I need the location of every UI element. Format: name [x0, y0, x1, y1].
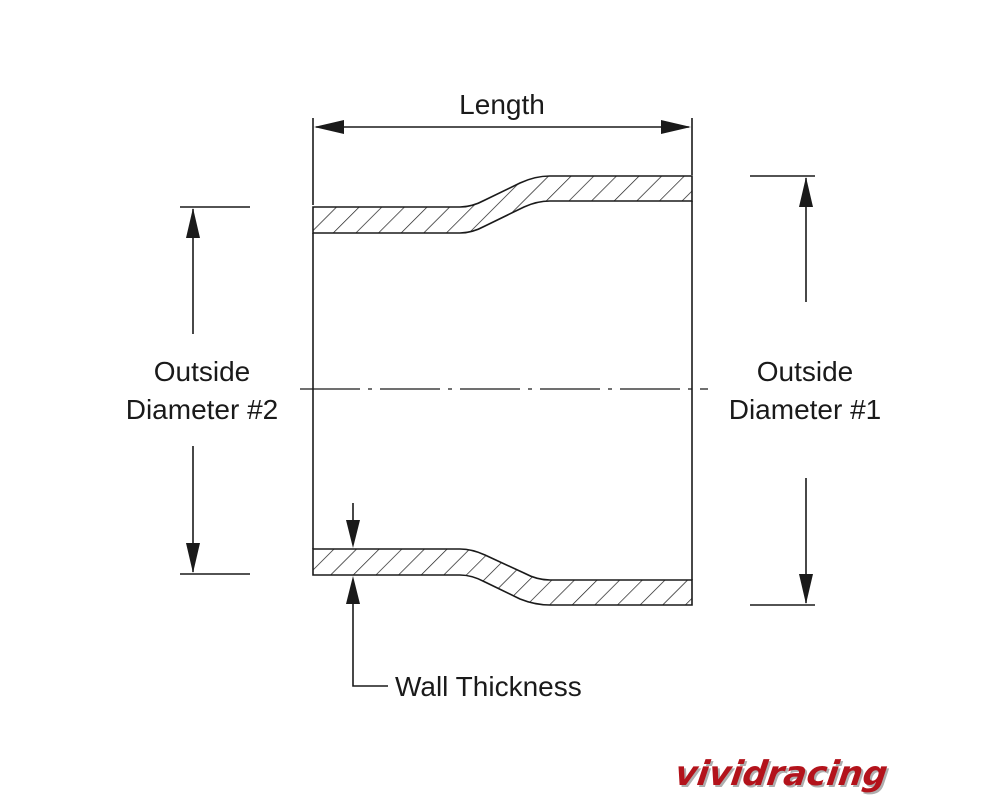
- od2-arrow-bottom: [186, 543, 200, 573]
- od2-label-line1: Outside: [154, 356, 251, 387]
- wall-thickness-leader: [352, 604, 388, 687]
- wall-thickness-arrow-top: [346, 520, 360, 548]
- od1-arrow-bottom: [799, 574, 813, 604]
- top-wall-section: [312, 175, 693, 234]
- od2-label-line2: Diameter #2: [126, 394, 279, 425]
- wall-thickness-arrow-bottom: [346, 576, 360, 604]
- length-dimension: Length: [312, 89, 693, 205]
- hose-body: [300, 175, 708, 606]
- od2-dimension: Outside Diameter #2: [126, 206, 279, 575]
- wall-thickness-label: Wall Thickness: [395, 671, 582, 702]
- watermark-shadow: vividracing: [674, 756, 892, 796]
- length-arrow-right: [661, 120, 691, 134]
- wall-thickness-dimension: Wall Thickness: [346, 503, 582, 702]
- od1-arrow-top: [799, 177, 813, 207]
- od2-arrow-top: [186, 208, 200, 238]
- od1-dimension: Outside Diameter #1: [729, 175, 882, 606]
- length-label: Length: [459, 89, 545, 120]
- length-arrow-left: [314, 120, 344, 134]
- od1-label-line2: Diameter #1: [729, 394, 882, 425]
- bottom-wall-section: [312, 548, 693, 606]
- watermark-text: vividracing: [672, 754, 890, 794]
- vividracing-logo: vividracing vividracing: [672, 754, 892, 796]
- od1-label-line1: Outside: [757, 356, 854, 387]
